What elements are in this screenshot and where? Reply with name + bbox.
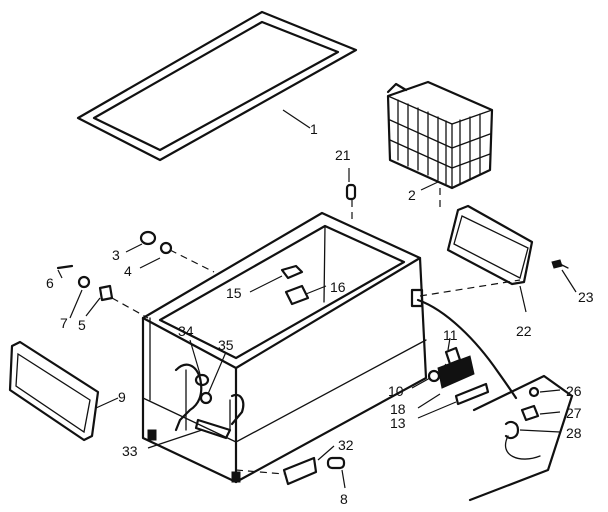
callout-21: 21 <box>335 147 351 163</box>
callout-11: 11 <box>443 327 458 343</box>
callout-5: 5 <box>78 317 86 333</box>
light-socket <box>444 346 462 366</box>
lid-gasket <box>76 10 358 162</box>
callout-8: 8 <box>340 491 348 507</box>
leader-lines <box>57 109 577 489</box>
callout-35: 35 <box>218 337 234 353</box>
callout-9: 9 <box>118 389 126 405</box>
assembly-lines <box>111 188 521 475</box>
callout-15: 15 <box>226 285 242 301</box>
callout-27: 27 <box>566 405 582 421</box>
thermostat-parts <box>194 373 232 440</box>
callout-28: 28 <box>566 425 582 441</box>
power-cord <box>410 288 518 400</box>
callout-13: 13 <box>390 415 406 431</box>
callout-34: 34 <box>178 323 194 339</box>
freezer-cabinet <box>141 211 428 484</box>
callout-32: 32 <box>338 437 354 453</box>
door-panel <box>446 204 534 286</box>
screw-23 <box>551 259 569 269</box>
evaporator-bracket <box>280 264 310 306</box>
callout-10: 10 <box>388 383 404 399</box>
callout-2: 2 <box>408 187 416 203</box>
callout-6: 6 <box>46 275 54 291</box>
callout-18: 18 <box>390 401 406 417</box>
callout-4: 4 <box>124 263 132 279</box>
hinge-hardware <box>56 230 173 302</box>
callout-labels: 1 2 3 4 5 6 7 8 9 10 11 13 15 16 18 21 2… <box>46 121 594 507</box>
control-panel <box>468 374 574 502</box>
drain-cap <box>282 456 346 486</box>
drain-parts <box>427 355 490 406</box>
callout-33: 33 <box>122 443 138 459</box>
callout-22: 22 <box>516 323 532 339</box>
callout-3: 3 <box>112 247 120 263</box>
wire-basket <box>386 80 494 190</box>
callout-16: 16 <box>330 279 346 295</box>
callout-1: 1 <box>310 121 318 137</box>
callout-23: 23 <box>578 289 594 305</box>
plug-21 <box>345 183 357 201</box>
kick-plate <box>8 340 100 442</box>
callout-7: 7 <box>60 315 68 331</box>
callout-26: 26 <box>566 383 582 399</box>
